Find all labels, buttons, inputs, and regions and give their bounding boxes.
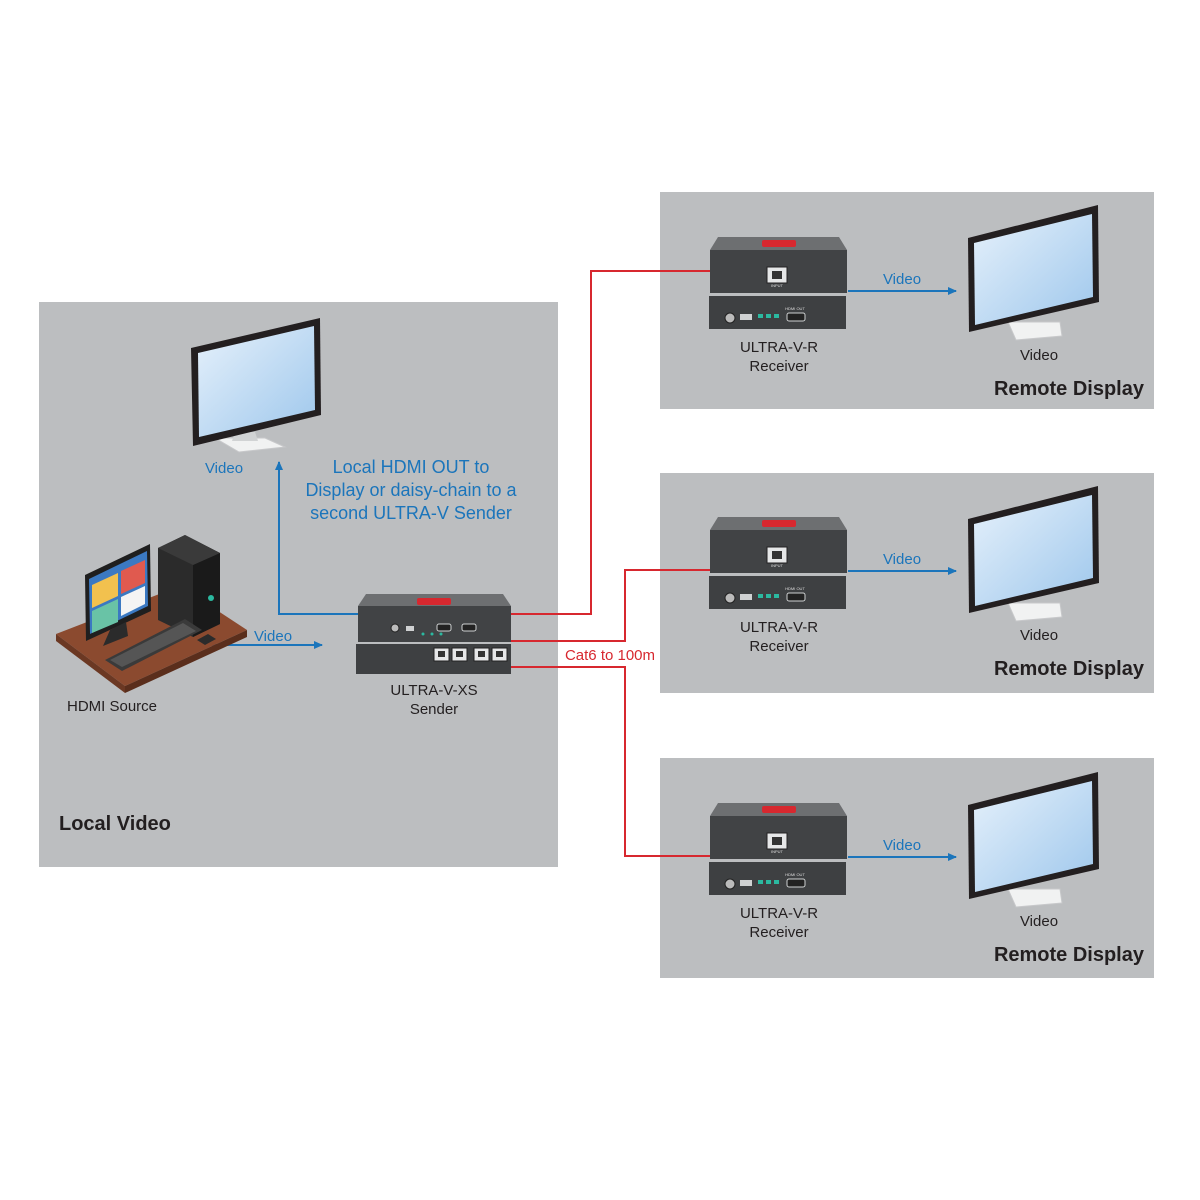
remote-1-arrow-label: Video xyxy=(882,271,922,288)
remote-1-monitor-label: Video xyxy=(1019,347,1059,364)
video-signal-arrows xyxy=(212,287,957,861)
remote-2-title: Remote Display xyxy=(993,658,1144,680)
receiver-1-role: Receiver xyxy=(749,358,809,375)
ultra-v-r-receiver-icon-3 xyxy=(709,803,847,895)
receiver-2-hdmi-mark: HDMI OUT xyxy=(785,586,805,591)
local-monitor-icon xyxy=(191,318,321,453)
cable-to-receiver-2 xyxy=(511,569,710,642)
remote-1-receiver-label: ULTRA-V-R Receiver xyxy=(719,338,839,376)
cable-label: Cat6 to 100m xyxy=(564,647,656,664)
receiver-1-port-mark: INPUT xyxy=(771,283,783,288)
remote-2-receiver-label: ULTRA-V-R Receiver xyxy=(719,618,839,656)
remote-3-monitor-label: Video xyxy=(1019,913,1059,930)
remote-2-arrow-label: Video xyxy=(882,551,922,568)
receiver-2-model: ULTRA-V-R xyxy=(739,619,819,636)
remote-1-title: Remote Display xyxy=(993,378,1144,400)
hdmi-source-workstation-icon xyxy=(56,535,247,693)
receiver-2-role: Receiver xyxy=(749,638,809,655)
ultra-v-r-receiver-icon-2 xyxy=(709,517,847,609)
receiver-3-role: Receiver xyxy=(749,924,809,941)
local-hdmi-note: Local HDMI OUT to Display or daisy-chain… xyxy=(291,456,531,525)
sender-to-local-monitor-arrow xyxy=(275,461,358,615)
receiver-2-port-mark: INPUT xyxy=(771,563,783,568)
note-line-3: second ULTRA-V Sender xyxy=(310,503,512,523)
receiver-1-hdmi-mark: HDMI OUT xyxy=(785,306,805,311)
local-video-title: Local Video xyxy=(59,813,171,835)
receiver-3-port-mark: INPUT xyxy=(771,849,783,854)
ultra-v-xs-sender-icon xyxy=(356,594,511,674)
receiver-3-model: ULTRA-V-R xyxy=(739,905,819,922)
cable-to-receiver-3 xyxy=(511,666,710,857)
receiver-3-hdmi-mark: HDMI OUT xyxy=(785,872,805,877)
remote-3-arrow-label: Video xyxy=(882,837,922,854)
sender-label: ULTRA-V-XS Sender xyxy=(374,681,494,719)
remote-monitor-icon-2 xyxy=(968,486,1099,622)
remote-monitor-icon-1 xyxy=(968,205,1099,341)
sender-model: ULTRA-V-XS xyxy=(390,682,478,699)
sender-role: Sender xyxy=(409,701,459,718)
hdmi-source-label: HDMI Source xyxy=(66,698,158,715)
ultra-v-r-receiver-icon-1 xyxy=(709,237,847,329)
remote-3-title: Remote Display xyxy=(993,944,1144,966)
note-line-2: Display or daisy-chain to a xyxy=(305,480,517,500)
remote-2-monitor-label: Video xyxy=(1019,627,1059,644)
cable-to-receiver-1 xyxy=(511,270,710,615)
receiver-1-model: ULTRA-V-R xyxy=(739,339,819,356)
local-monitor-label: Video xyxy=(204,460,244,477)
note-line-1: Local HDMI OUT to xyxy=(332,457,490,477)
remote-monitor-icon-3 xyxy=(968,772,1099,908)
cat6-cables xyxy=(511,270,710,857)
remote-3-receiver-label: ULTRA-V-R Receiver xyxy=(719,904,839,942)
source-video-label: Video xyxy=(253,628,293,645)
